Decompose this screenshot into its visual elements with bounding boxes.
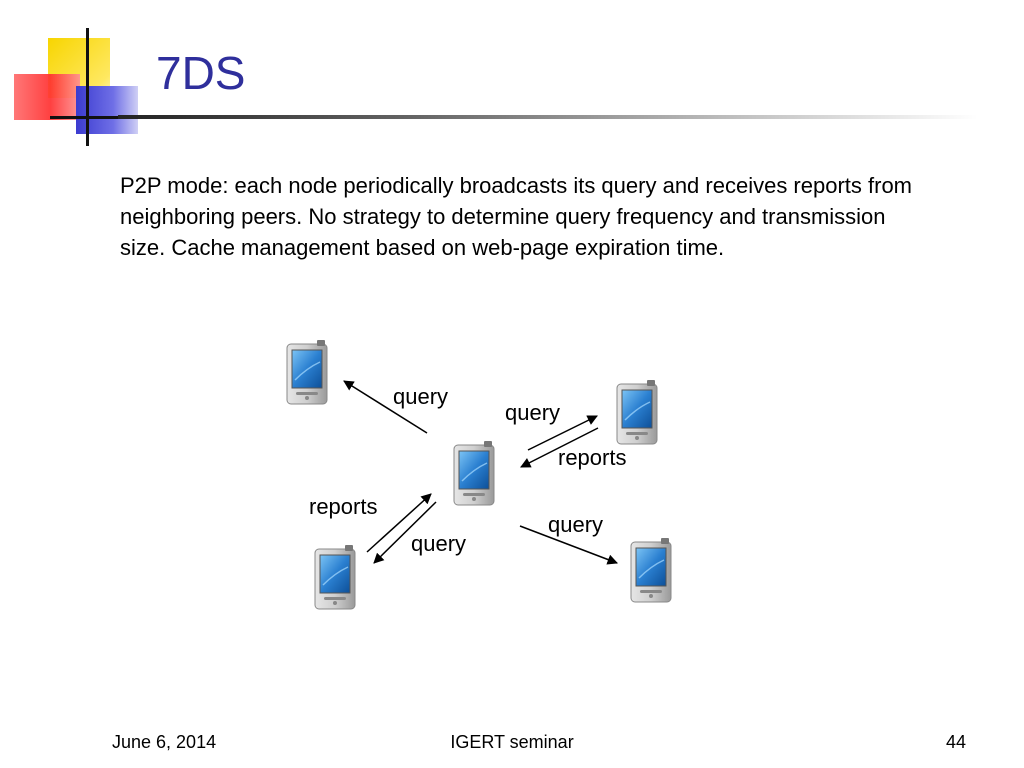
logo-horizontal-line bbox=[50, 116, 148, 119]
label-reports-left: reports bbox=[309, 494, 377, 519]
footer-page-number: 44 bbox=[945, 732, 966, 752]
label-query-top-left: query bbox=[393, 384, 448, 409]
pda-device-icon-top-left bbox=[286, 339, 328, 405]
pda-device-icon-top-right bbox=[616, 379, 658, 445]
pda-device-icon-center bbox=[453, 440, 495, 506]
footer-title: IGERT seminar bbox=[450, 732, 574, 752]
title-rule bbox=[118, 115, 978, 119]
arrow-query-bottom-left bbox=[366, 493, 432, 553]
logo-red-square bbox=[14, 74, 80, 120]
arrow-query-top-left bbox=[343, 380, 428, 434]
logo-vertical-line bbox=[86, 28, 89, 146]
slide-body-text: P2P mode: each node periodically broadca… bbox=[120, 173, 913, 260]
arrow-reports-right bbox=[520, 427, 599, 468]
label-query-bottom-right: query bbox=[548, 512, 603, 537]
pda-device-icon-bottom-right bbox=[630, 537, 672, 603]
arrow-reports-left bbox=[373, 501, 437, 564]
label-query-top-right: query bbox=[505, 400, 560, 425]
arrow-query-bottom-right bbox=[519, 525, 618, 565]
label-reports-right: reports bbox=[558, 445, 626, 470]
arrow-query-top-right bbox=[527, 415, 598, 451]
slide-title: 7DS bbox=[156, 47, 246, 99]
label-query-bottom-left: query bbox=[411, 531, 466, 556]
pda-device-icon-bottom-left bbox=[314, 544, 356, 610]
slide-logo bbox=[0, 0, 160, 150]
footer-date: June 6, 2014 bbox=[112, 732, 217, 752]
